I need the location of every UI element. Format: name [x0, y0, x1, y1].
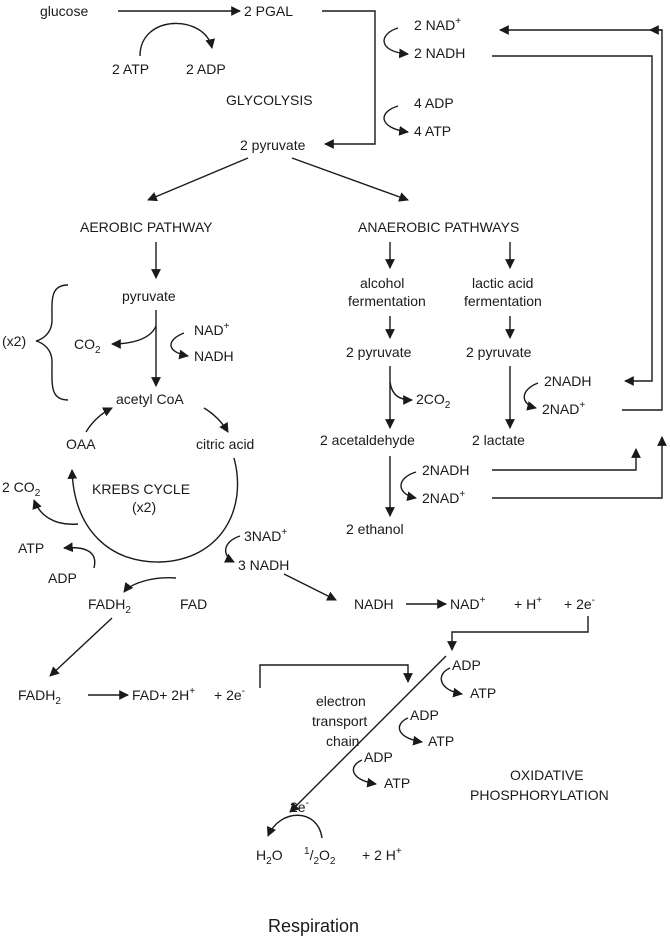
ox-fad-label: FAD+ 2H+ — [132, 686, 195, 703]
electron-transport-chain-arrow — [289, 655, 447, 813]
pgal-label: 2 PGAL — [244, 3, 293, 19]
krebs-nad3-label: 3NAD+ — [244, 527, 287, 544]
ox-fadh2-label: FADH2 — [18, 687, 61, 707]
alcohol-line1: alcohol — [360, 275, 404, 291]
krebs-co2-label: 2 CO2 — [2, 479, 41, 499]
nad3-curve-arrow — [223, 535, 241, 563]
glyc-nadh-label: 2 NADH — [414, 45, 465, 61]
etc-adp1-arrow — [440, 667, 463, 698]
glycolysis-label: GLYCOLYSIS — [226, 92, 313, 108]
alcohol-nad-label: 2NAD+ — [422, 489, 465, 506]
ox-2e-label: + 2e- — [564, 595, 595, 612]
nadh-to-alcohol-arrow — [492, 448, 641, 471]
glyc-atp-label: 4 ATP — [414, 123, 451, 139]
krebs-nadh3-label: 3 NADH — [238, 557, 289, 573]
alcohol-pyruvate-label: 2 pyruvate — [346, 344, 412, 360]
adp-out-label: 2 ADP — [186, 61, 226, 77]
glyc-adp-label: 4 ADP — [414, 95, 454, 111]
atp-adp-curve-arrow — [139, 22, 216, 57]
krebs-label: KREBS CYCLE — [92, 481, 190, 497]
water-label: H2O — [256, 847, 283, 867]
pgal-to-pyruvate-arrow — [322, 10, 376, 149]
etc-adp2-arrow — [398, 717, 423, 746]
krebs-times-label: (x2) — [132, 499, 156, 515]
two-h-label: + 2 H+ — [362, 846, 402, 863]
electrons-to-chain-arrow — [447, 616, 589, 651]
aerobic-co2-label: CO2 — [74, 336, 101, 356]
lactic-pyruvate-label: 2 pyruvate — [466, 344, 532, 360]
glyc-adp-curve-arrow — [383, 105, 409, 136]
aerobic-nad-label: NAD+ — [194, 321, 230, 338]
anaerobic-co2-label: 2CO2 — [416, 391, 451, 411]
fad-curve-arrow — [123, 576, 177, 593]
lactic-nadh-curve-arrow — [523, 382, 539, 411]
aerobic-nadh-label: NADH — [194, 348, 234, 364]
alcohol-nadh-curve-arrow — [400, 471, 417, 502]
nadh3-to-chain-arrow — [283, 573, 337, 601]
etc-line2: transport — [312, 713, 367, 729]
citric-acid-label: citric acid — [196, 436, 254, 452]
nad-return-line — [622, 25, 663, 411]
glyc-nad-label: 2 NAD+ — [414, 16, 461, 33]
lactate-label: 2 lactate — [472, 432, 525, 448]
krebs-fad-label: FAD — [180, 596, 207, 612]
acetyl-coa-label: acetyl CoA — [116, 391, 184, 407]
atp-in-label: 2 ATP — [112, 61, 149, 77]
etc-adp2-label: ADP — [410, 707, 439, 723]
etc-adp1-label: ADP — [452, 657, 481, 673]
etc-atp3-label: ATP — [384, 775, 410, 791]
krebs-fadh2-label: FADH2 — [88, 596, 131, 616]
oxidative-label-1: OXIDATIVE — [510, 767, 584, 783]
lactic-line1: lactic acid — [472, 275, 533, 291]
anaerobic-title: ANAEROBIC PATHWAYS — [358, 219, 519, 235]
adp-atp-curve-arrow — [63, 542, 96, 569]
to-aerobic-arrow — [147, 157, 249, 202]
glyc-nad-curve-arrow — [383, 27, 409, 59]
etc-2e-label: 2e- — [290, 798, 309, 815]
etc-line1: electron — [316, 693, 366, 709]
krebs-adp-label: ADP — [48, 570, 77, 586]
ox-h-label: + H+ — [514, 595, 542, 612]
nadh-to-lactic-arrow — [492, 55, 653, 386]
fad-electrons-arrow — [259, 664, 413, 688]
co2-release-arrow — [389, 381, 413, 405]
krebs-atp-label: ATP — [18, 540, 44, 556]
acetaldehyde-label: 2 acetaldehyde — [320, 432, 415, 448]
nad-return-alcohol-arrow — [492, 436, 667, 499]
ox-fad-e-label: + 2e- — [214, 686, 245, 703]
etc-atp1-label: ATP — [470, 685, 496, 701]
alcohol-line2: fermentation — [348, 293, 426, 309]
etc-adp3-arrow — [352, 759, 377, 788]
ox-nad-label: NAD+ — [450, 595, 486, 612]
aerobic-times2-label: (x2) — [2, 333, 26, 349]
oaa-to-acetyl-arrow — [85, 407, 113, 433]
etc-adp3-label: ADP — [364, 749, 393, 765]
ethanol-label: 2 ethanol — [346, 521, 404, 537]
lactic-nad-label: 2NAD+ — [542, 400, 585, 417]
co2-branch-arrow — [111, 325, 157, 349]
etc-line3: chain — [326, 733, 359, 749]
co2-out-arrow — [32, 499, 79, 525]
fadh2-down-arrow — [49, 617, 113, 677]
to-anaerobic-arrow — [291, 157, 409, 202]
etc-atp2-label: ATP — [428, 733, 454, 749]
krebs-cycle-arrow — [67, 457, 239, 563]
oxygen-to-water-arrow — [266, 814, 323, 839]
ox-nadh-label: NADH — [354, 596, 394, 612]
aerobic-nad-curve-arrow — [170, 332, 189, 360]
half-oxygen-label: 1/2O2 — [304, 846, 336, 867]
lactic-nadh-label: 2NADH — [544, 373, 591, 389]
glucose-label: glucose — [40, 3, 88, 19]
oaa-label: OAA — [66, 436, 96, 452]
lactic-line2: fermentation — [464, 293, 542, 309]
oxidative-label-2: PHOSPHORYLATION — [470, 787, 609, 803]
pyruvate-2-label: 2 pyruvate — [240, 137, 306, 153]
diagram-caption: Respiration — [268, 916, 359, 936]
aerobic-pyruvate-label: pyruvate — [122, 288, 176, 304]
alcohol-nadh-label: 2NADH — [422, 462, 469, 478]
brace — [35, 284, 69, 401]
acetyl-to-citric-arrow — [203, 407, 229, 433]
aerobic-title: AEROBIC PATHWAY — [80, 219, 213, 235]
